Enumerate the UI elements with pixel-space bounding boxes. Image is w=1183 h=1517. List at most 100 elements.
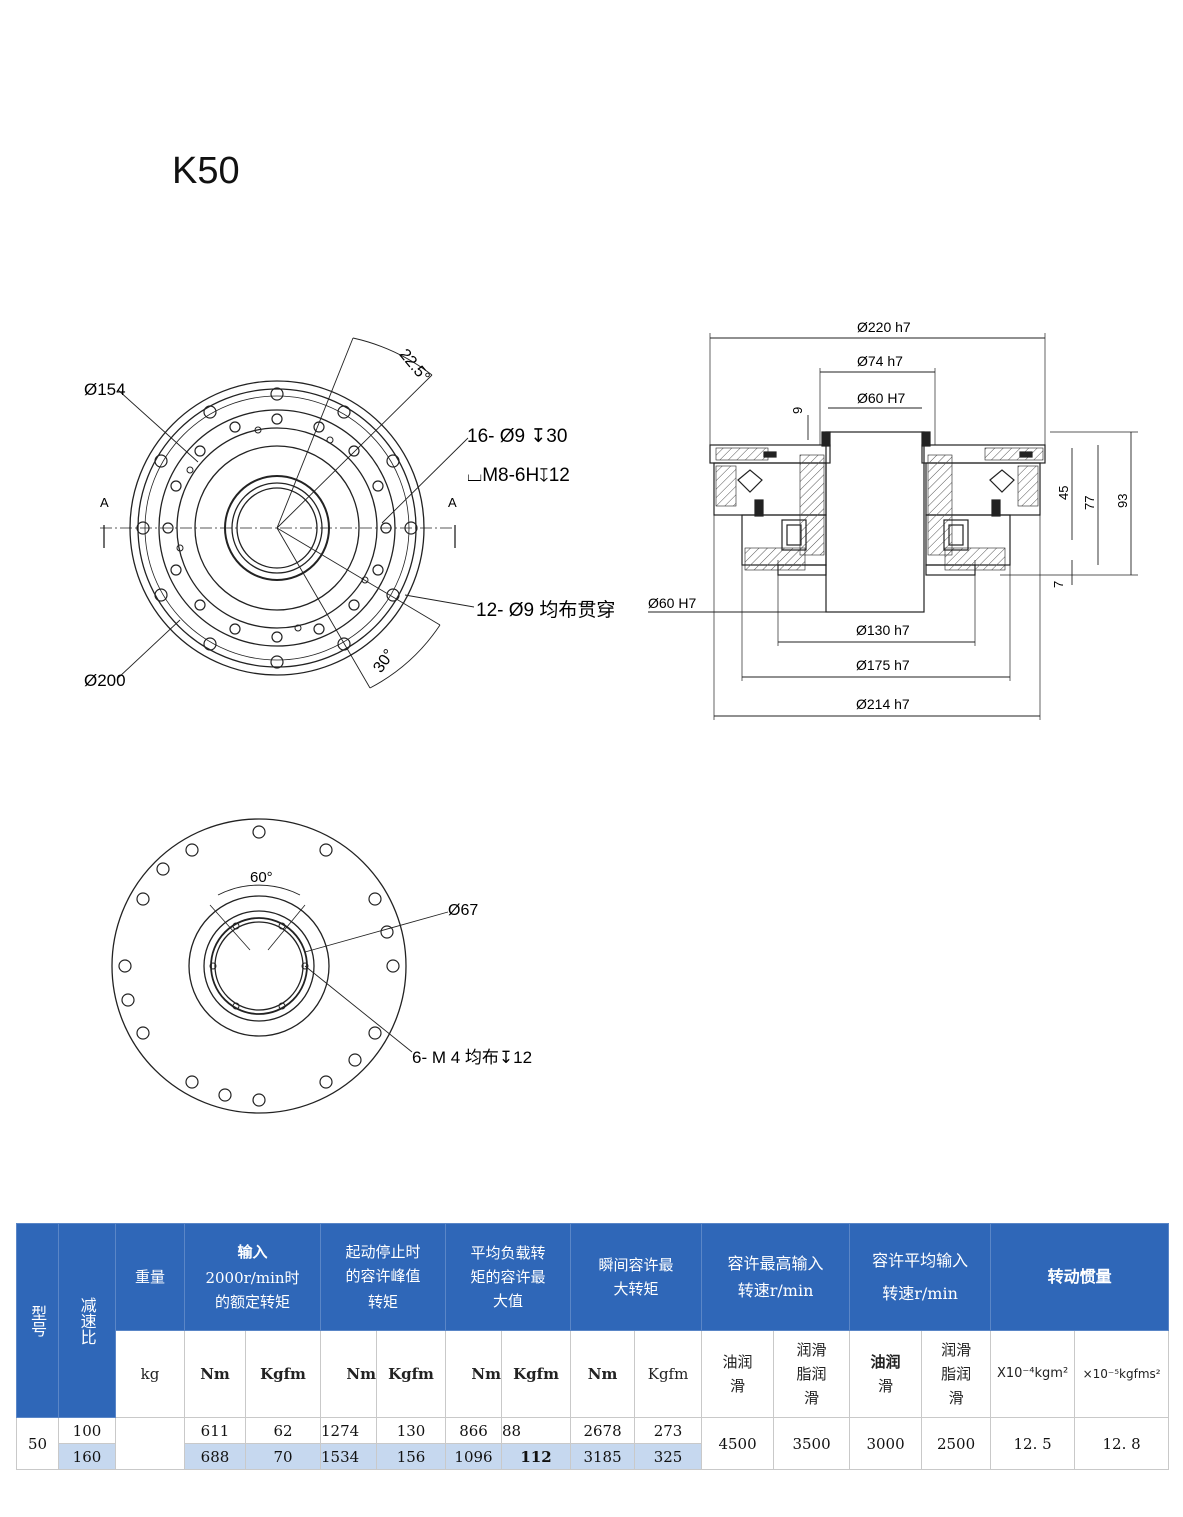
cell-peak-nm-1: 1274 — [320, 1417, 377, 1444]
side-dim-45: 45 — [1056, 486, 1071, 500]
cell-max-oil: 4500 — [701, 1417, 775, 1470]
unit-inst-kgfm: Kgfm — [634, 1330, 703, 1418]
unit-max-grease: 润滑 脂润 滑 — [773, 1330, 851, 1418]
back-dim-d67: Ø67 — [448, 902, 478, 919]
cell-avg-nm-1: 866 — [445, 1417, 503, 1444]
avgspeed-line-2: 转速r/min — [882, 1284, 958, 1303]
side-section-view — [648, 333, 1138, 720]
unit-avg-grease: 润滑 脂润 滑 — [921, 1330, 992, 1418]
avg-grease-line-1: 润滑 — [941, 1341, 972, 1359]
avg-grease-line-2: 脂润 — [941, 1365, 972, 1383]
front-angle-30: 30° — [370, 646, 398, 676]
header-avg-speed: 容许平均输入 转速r/min — [849, 1223, 992, 1331]
front-thread-m8: ⌴M8-6H↧12 — [467, 465, 570, 486]
cell-rated-kgfm-2: 70 — [245, 1443, 321, 1470]
rated-line-1: 输入 — [237, 1243, 268, 1261]
cell-max-grease: 3500 — [773, 1417, 851, 1470]
side-dim-d60-top: Ø60 H7 — [857, 390, 905, 406]
cell-rated-nm-1: 611 — [184, 1417, 246, 1444]
spec-table: 型号 减速比 重量 输入 2000r/min时 的额定转矩 起动停止时 的容许峰… — [16, 1223, 1170, 1470]
header-inertia: 转动惯量 — [990, 1223, 1170, 1331]
cell-avg-kgfm-1: 88 — [501, 1417, 572, 1444]
instant-line-2: 大转矩 — [613, 1280, 659, 1298]
side-dim-d175: Ø175 h7 — [856, 657, 910, 673]
cell-peak-kgfm-1: 130 — [375, 1417, 447, 1444]
cell-inst-kgfm-1: 273 — [634, 1417, 703, 1444]
cell-weight — [115, 1417, 185, 1470]
cell-avg-nm-2: 1096 — [445, 1443, 503, 1470]
avg-line-2: 矩的容许最 — [470, 1268, 546, 1286]
cell-inst-kgfm-2: 325 — [634, 1443, 703, 1470]
side-dim-7: 7 — [1051, 581, 1066, 588]
avg-line-1: 平均负载转 — [470, 1244, 546, 1262]
header-max-speed: 容许最高输入 转速r/min — [701, 1223, 851, 1331]
header-weight: 重量 — [115, 1223, 185, 1331]
front-dim-d200: Ø200 — [84, 671, 126, 690]
max-grease-line-3: 滑 — [804, 1389, 820, 1407]
cell-inst-nm-1: 2678 — [570, 1417, 636, 1444]
section-a-left: A — [100, 495, 109, 510]
back-angle-60: 60° — [250, 869, 273, 886]
front-dim-d154: Ø154 — [84, 380, 126, 399]
cell-rated-kgfm-1: 62 — [245, 1417, 321, 1444]
front-view — [100, 337, 475, 689]
header-peak-torque: 起动停止时 的容许峰值 转矩 — [319, 1223, 447, 1331]
unit-inertia-kgfms2: ×10⁻⁵kgfms² — [1074, 1330, 1170, 1418]
cell-avg-grease: 2500 — [921, 1417, 992, 1470]
peak-line-2: 的容许峰值 — [345, 1267, 421, 1285]
max-grease-line-2: 脂润 — [796, 1365, 827, 1383]
max-oil-line-2: 滑 — [730, 1377, 746, 1395]
unit-avg-kgfm: Kgfm — [501, 1330, 572, 1418]
cell-inertia-2: 12. 8 — [1074, 1417, 1170, 1470]
unit-avg-oil: 油润 滑 — [849, 1330, 923, 1418]
model-title: K50 — [172, 150, 240, 192]
max-oil-line-1: 油润 — [722, 1353, 753, 1371]
section-a-right: A — [448, 495, 457, 510]
unit-peak-nm: Nm — [320, 1330, 377, 1418]
cell-peak-nm-2: 1534 — [320, 1443, 377, 1470]
side-dim-77: 77 — [1082, 496, 1097, 510]
cell-peak-kgfm-2: 156 — [375, 1443, 447, 1470]
peak-line-3: 转矩 — [368, 1293, 399, 1311]
unit-avg-nm: Nm — [445, 1330, 503, 1418]
technical-drawings: Ø154 Ø200 22.5° 30° 16- Ø9 ↧30 ⌴M8-6H↧12… — [84, 319, 1138, 1114]
header-model: 型号 — [16, 1223, 59, 1418]
back-holes-m4: 6- M 4 均布↧12 — [412, 1048, 532, 1067]
front-holes-12: 12- Ø9 均布贯穿 — [476, 599, 615, 621]
side-dim-d220: Ø220 h7 — [857, 319, 911, 335]
maxspeed-line-2: 转速r/min — [737, 1281, 814, 1300]
max-grease-line-1: 润滑 — [796, 1341, 827, 1359]
unit-inst-nm: Nm — [570, 1330, 636, 1418]
front-holes-16: 16- Ø9 ↧30 — [467, 426, 567, 447]
header-rated-torque: 输入 2000r/min时 的额定转矩 — [184, 1223, 321, 1331]
header-avg-torque: 平均负载转 矩的容许最 大值 — [445, 1223, 572, 1331]
avg-oil-line-1: 油润 — [870, 1353, 901, 1371]
avg-oil-line-2: 滑 — [878, 1377, 894, 1395]
unit-rated-nm: Nm — [184, 1330, 246, 1418]
avg-line-3: 大值 — [493, 1292, 524, 1310]
unit-rated-kgfm: Kgfm — [245, 1330, 321, 1418]
cell-inertia-1: 12. 5 — [990, 1417, 1076, 1470]
side-dim-d130: Ø130 h7 — [856, 622, 910, 638]
cell-rated-nm-2: 688 — [184, 1443, 246, 1470]
cell-inst-nm-2: 3185 — [570, 1443, 636, 1470]
maxspeed-line-1: 容许最高输入 — [727, 1253, 824, 1273]
side-dim-d60-left: Ø60 H7 — [648, 595, 696, 611]
header-instant-torque: 瞬间容许最 大转矩 — [570, 1223, 703, 1331]
unit-peak-kgfm: Kgfm — [375, 1330, 447, 1418]
back-view — [111, 818, 449, 1114]
avg-grease-line-3: 滑 — [948, 1389, 964, 1407]
side-dim-d214: Ø214 h7 — [856, 696, 910, 712]
cell-ratio-1: 100 — [58, 1417, 116, 1444]
unit-inertia-kgm2: X10⁻⁴kgm² — [990, 1330, 1076, 1418]
unit-max-oil: 油润 滑 — [701, 1330, 775, 1418]
side-dim-9: 9 — [790, 407, 805, 414]
peak-line-1: 起动停止时 — [345, 1243, 421, 1261]
cell-avg-kgfm-2: 112 — [501, 1443, 572, 1470]
cell-avg-oil: 3000 — [849, 1417, 923, 1470]
instant-line-1: 瞬间容许最 — [598, 1256, 674, 1274]
unit-kg: kg — [115, 1330, 185, 1418]
cell-ratio-2: 160 — [58, 1443, 116, 1470]
avgspeed-line-1: 容许平均输入 — [872, 1250, 969, 1270]
rated-line-3: 的额定转矩 — [214, 1293, 290, 1311]
